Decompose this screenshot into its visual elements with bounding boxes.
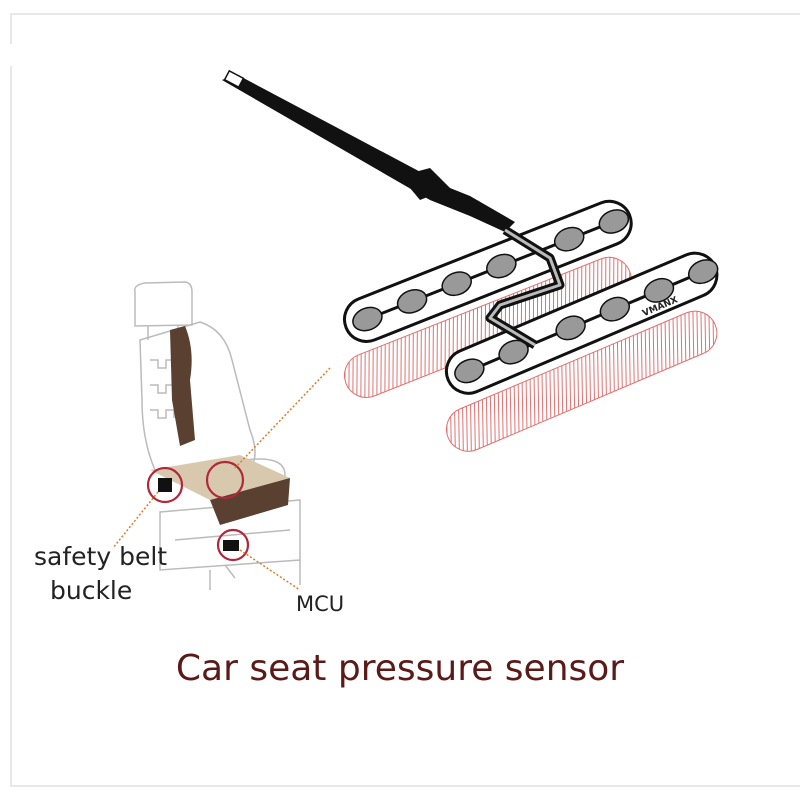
highlight-circles: [146, 460, 250, 562]
label-line: buckle: [50, 576, 133, 605]
mcu-label: MCU: [296, 592, 345, 616]
sensor-tail: [222, 69, 515, 232]
seat-cushion: [150, 455, 290, 500]
diagram-title: Car seat pressure sensor: [175, 648, 625, 689]
buckle: [158, 478, 172, 492]
pad-lower: VMANX: [444, 251, 719, 395]
pad-upper: [343, 199, 633, 343]
label-line: safety belt: [34, 542, 168, 571]
seat-belt-strap: [170, 326, 195, 446]
pad-shadow-lower: [445, 310, 718, 452]
mcu-box: [223, 540, 239, 551]
frame: [10, 13, 800, 787]
safety-belt-buckle-label: safety belt buckle: [34, 540, 167, 608]
leader-lines: [112, 367, 331, 591]
